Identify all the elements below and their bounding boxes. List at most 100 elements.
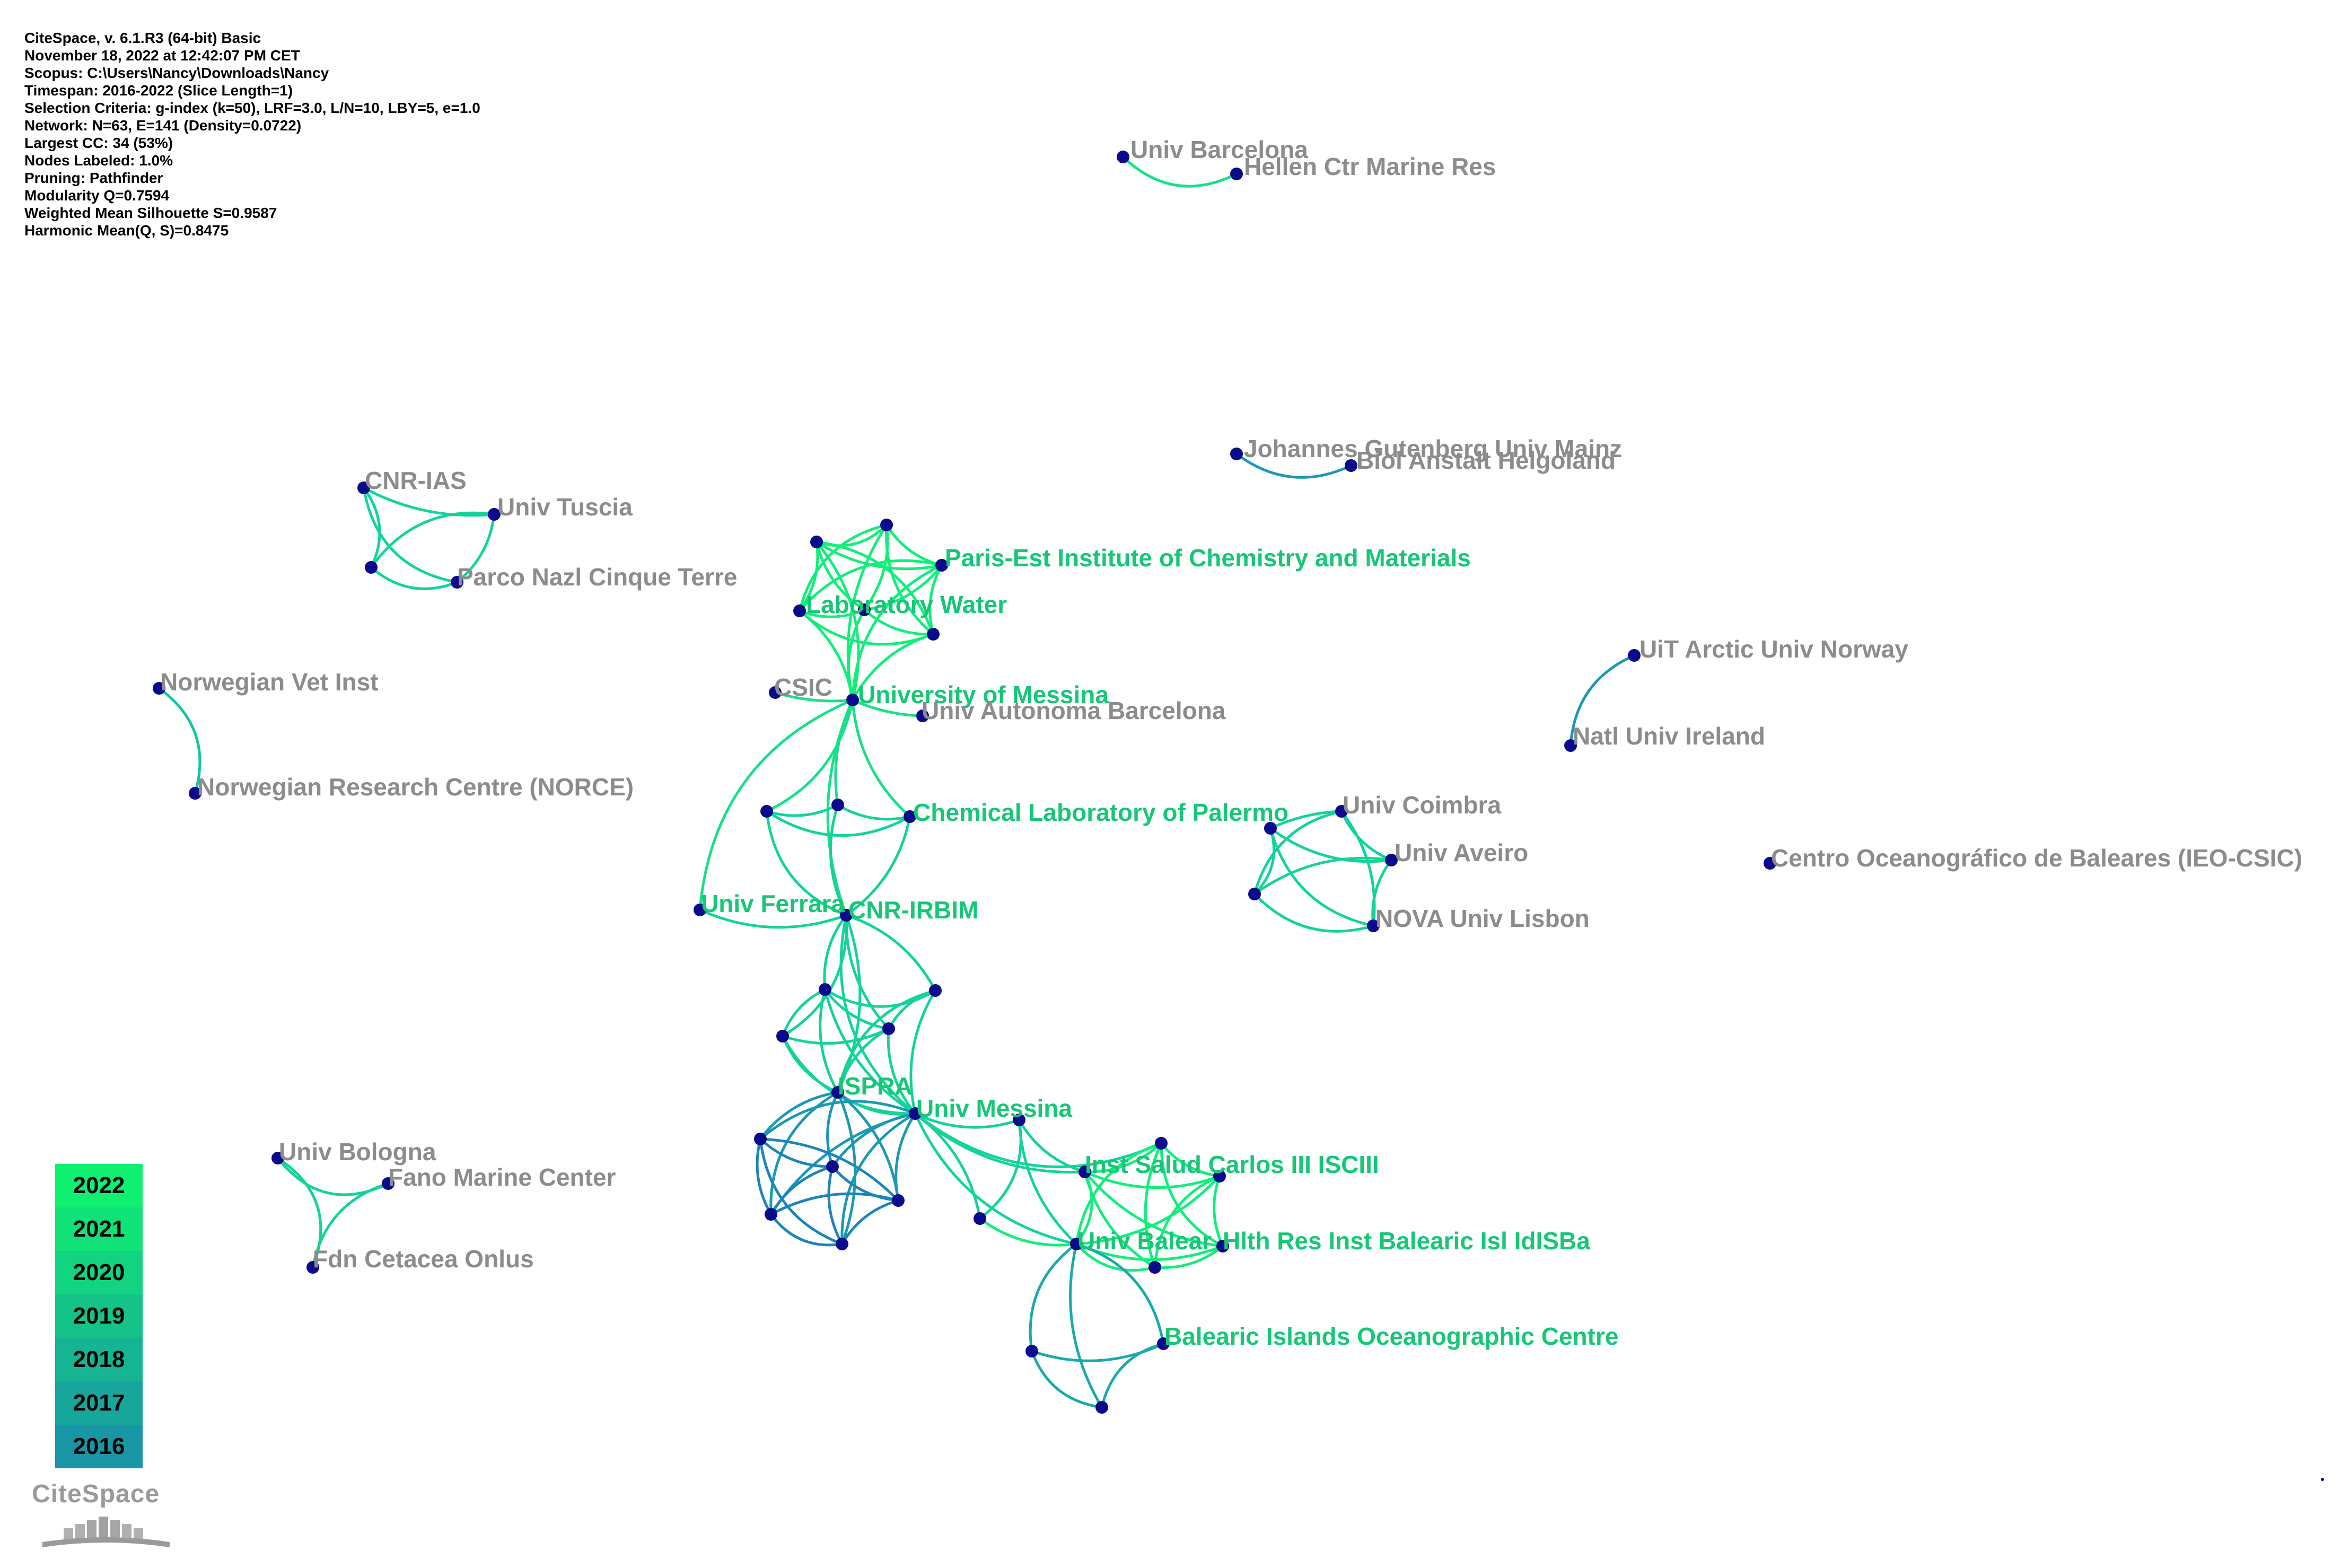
- info-line: Nodes Labeled: 1.0%: [24, 152, 173, 169]
- network-node[interactable]: [365, 561, 378, 574]
- network-node[interactable]: [694, 904, 706, 916]
- node-label-uit[interactable]: UiT Arctic Univ Norway: [1639, 635, 1908, 663]
- network-node[interactable]: [892, 1194, 905, 1207]
- network-node[interactable]: [1367, 919, 1380, 932]
- network-node[interactable]: [2321, 1478, 2324, 1481]
- network-node[interactable]: [754, 1133, 767, 1145]
- node-label-parco[interactable]: Parco Nazl Cinque Terre: [457, 563, 737, 591]
- network-node[interactable]: [909, 1107, 922, 1120]
- network-node[interactable]: [826, 1160, 839, 1173]
- network-node[interactable]: [927, 628, 940, 641]
- network-node[interactable]: [1628, 649, 1641, 662]
- network-node[interactable]: [810, 536, 823, 548]
- network-node[interactable]: [189, 787, 201, 800]
- node-label-university-of-messina[interactable]: University of Messina: [858, 681, 1109, 708]
- network-node[interactable]: [765, 1208, 777, 1221]
- network-node[interactable]: [1335, 805, 1348, 818]
- network-edge: [1340, 810, 1392, 862]
- network-node[interactable]: [271, 1152, 284, 1164]
- network-node[interactable]: [1157, 1337, 1170, 1350]
- node-label-univ-autonoma[interactable]: Univ Autonoma Barcelona: [922, 697, 1226, 724]
- network-node[interactable]: [1070, 1238, 1083, 1250]
- node-label-inst-salud[interactable]: Inst Salud Carlos III ISCIII: [1085, 1151, 1379, 1178]
- network-node[interactable]: [831, 799, 844, 811]
- node-label-univ-aveiro[interactable]: Univ Aveiro: [1395, 839, 1528, 866]
- node-label-nova[interactable]: NOVA Univ Lisbon: [1375, 905, 1590, 932]
- node-label-centro-baleares[interactable]: Centro Oceanográfico de Baleares (IEO-CS…: [1771, 844, 2302, 872]
- node-label-fano[interactable]: Fano Marine Center: [388, 1163, 616, 1191]
- network-node[interactable]: [935, 559, 948, 572]
- node-label-natl-univ-ireland[interactable]: Natl Univ Ireland: [1573, 722, 1765, 750]
- network-node[interactable]: [306, 1261, 319, 1274]
- network-edge: [759, 1091, 838, 1140]
- network-node[interactable]: [1025, 1345, 1038, 1357]
- node-label-laboratory-water[interactable]: Laboratory Water: [806, 591, 1007, 618]
- network-node[interactable]: [819, 983, 831, 996]
- node-label-paris-est[interactable]: Paris-Est Institute of Chemistry and Mat…: [945, 544, 1471, 572]
- network-node[interactable]: [1155, 1137, 1168, 1150]
- network-node[interactable]: [382, 1177, 394, 1190]
- network-node[interactable]: [1264, 822, 1277, 835]
- network-node[interactable]: [1345, 459, 1357, 472]
- network-edge: [158, 687, 201, 794]
- node-label-csic[interactable]: CSIC: [774, 673, 832, 701]
- node-label-fdn-cetacea[interactable]: Fdn Cetacea Onlus: [313, 1245, 534, 1273]
- network-node[interactable]: [1385, 854, 1398, 866]
- network-node[interactable]: [1216, 1240, 1229, 1252]
- network-node[interactable]: [451, 576, 463, 589]
- node-label-cnr-irbim[interactable]: CNR-IRBIM: [848, 896, 978, 924]
- node-label-univ-ferrara[interactable]: Univ Ferrara: [701, 890, 845, 917]
- network-node[interactable]: [846, 694, 859, 706]
- network-node[interactable]: [1564, 739, 1577, 752]
- network-edge: [1213, 1176, 1224, 1247]
- network-node[interactable]: [831, 1086, 844, 1099]
- network-node[interactable]: [1248, 888, 1261, 900]
- network-node[interactable]: [1013, 1114, 1025, 1126]
- network-node[interactable]: [840, 909, 853, 922]
- node-label-norwegian-vet[interactable]: Norwegian Vet Inst: [160, 668, 379, 696]
- node-label-norce[interactable]: Norwegian Research Centre (NORCE): [197, 773, 634, 801]
- network-node[interactable]: [916, 709, 929, 722]
- network-node[interactable]: [357, 481, 370, 494]
- network-node[interactable]: [1213, 1170, 1226, 1182]
- node-label-ispra[interactable]: ISPRA: [838, 1072, 913, 1100]
- node-label-univ-tuscia[interactable]: Univ Tuscia: [497, 493, 633, 521]
- network-node[interactable]: [929, 984, 942, 997]
- network-node[interactable]: [1764, 857, 1776, 870]
- node-label-univ-messina[interactable]: Univ Messina: [916, 1094, 1072, 1122]
- network-node[interactable]: [1230, 168, 1243, 180]
- network-edge: [765, 811, 847, 917]
- network-edge: [1075, 1243, 1155, 1272]
- network-node[interactable]: [760, 805, 773, 818]
- network-edge: [827, 1166, 844, 1245]
- network-node[interactable]: [153, 682, 165, 695]
- node-label-cnr-ias[interactable]: CNR-IAS: [365, 467, 467, 494]
- node-label-johannes[interactable]: Johannes Gutenberg Univ Mainz: [1244, 435, 1622, 462]
- network-node[interactable]: [880, 519, 893, 531]
- network-node[interactable]: [776, 1030, 789, 1043]
- info-line: Network: N=63, E=141 (Density=0.0722): [24, 117, 302, 134]
- network-node[interactable]: [974, 1212, 986, 1225]
- node-label-chem-palermo[interactable]: Chemical Laboratory of Palermo: [913, 799, 1288, 826]
- network-node[interactable]: [1079, 1166, 1091, 1178]
- network-node[interactable]: [836, 1238, 848, 1250]
- network-node[interactable]: [882, 1022, 895, 1035]
- network-node[interactable]: [1148, 1261, 1161, 1274]
- node-label-univ-coimbra[interactable]: Univ Coimbra: [1343, 791, 1501, 819]
- network-node[interactable]: [1095, 1401, 1108, 1414]
- node-label-hlth-res[interactable]: Hlth Res Inst Balearic Isl IdISBa: [1223, 1227, 1590, 1255]
- node-label-balearic-centre[interactable]: Balearic Islands Oceanographic Centre: [1164, 1322, 1618, 1350]
- node-label-univ-bologna[interactable]: Univ Bologna: [279, 1138, 436, 1166]
- network-node[interactable]: [1230, 448, 1243, 460]
- node-label-univ-barcelona[interactable]: Univ Barcelona: [1130, 136, 1308, 163]
- network-node[interactable]: [793, 605, 806, 617]
- node-label-hellen-ctr[interactable]: Hellen Ctr Marine Res: [1244, 153, 1496, 180]
- network-node[interactable]: [858, 603, 871, 616]
- network-node[interactable]: [1117, 151, 1129, 163]
- network-node[interactable]: [488, 508, 501, 521]
- node-label-biol-anstalt[interactable]: Biol Anstalt Helgoland: [1356, 446, 1616, 474]
- network-node[interactable]: [769, 686, 782, 699]
- node-label-univ-balear[interactable]: Univ Balear: [1077, 1227, 1212, 1255]
- network-node[interactable]: [904, 810, 916, 823]
